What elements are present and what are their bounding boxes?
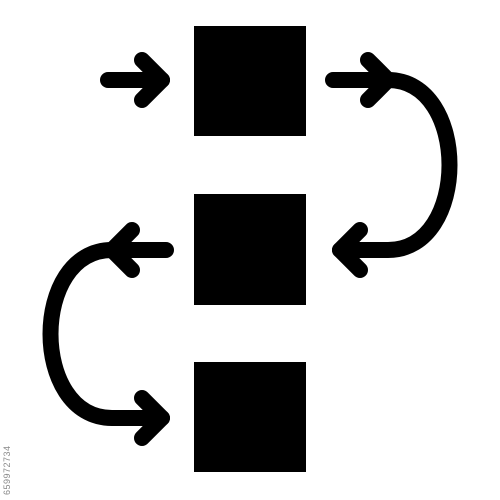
curved-arrow-right-icon xyxy=(325,72,458,278)
curved-arrow-left-icon xyxy=(42,242,174,446)
arrowhead-left-middle-icon xyxy=(104,222,140,278)
watermark-id: 659972734 xyxy=(2,445,12,495)
process-block-top xyxy=(194,26,306,136)
process-block-middle xyxy=(194,194,306,305)
process-block-bottom xyxy=(194,362,306,472)
arrowhead-right-top-icon xyxy=(360,52,396,108)
input-arrow-icon xyxy=(100,52,170,108)
